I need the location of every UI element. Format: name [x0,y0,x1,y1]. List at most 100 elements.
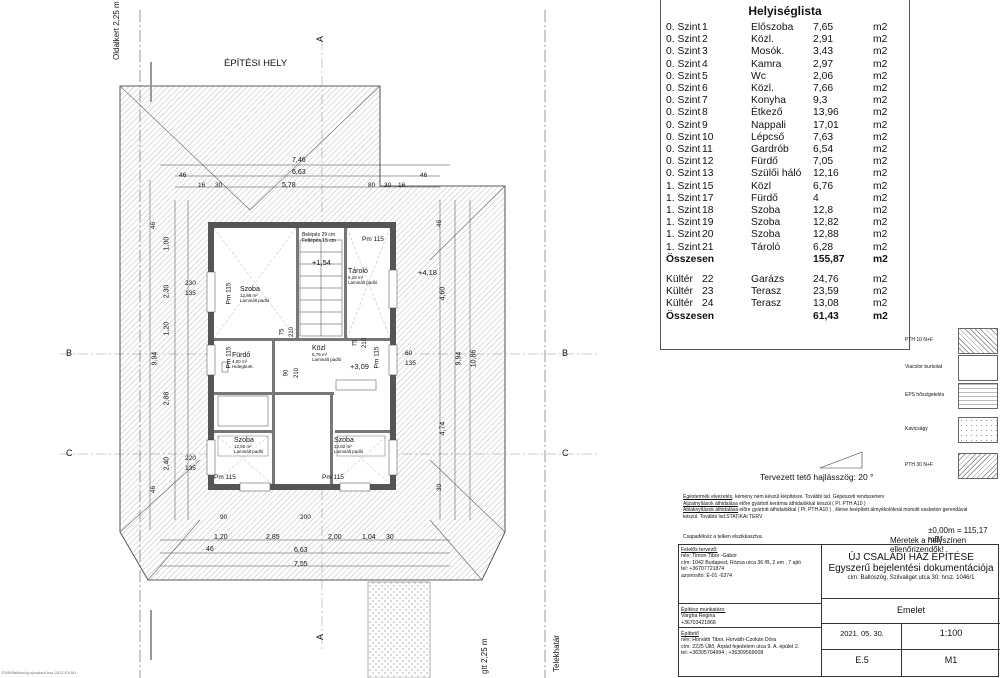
table-cell: 23,59 [813,286,839,298]
table-cell: m2 [873,70,888,82]
legend-label: PTH 30 N+F [905,462,933,468]
dim-label: 30 [436,483,444,492]
table-cell: 0. Szint [666,22,701,33]
dim-label: 90 [283,369,290,377]
table-cell: 7,65 [813,22,834,33]
table-cell: 11 [702,144,713,156]
dim-label: 4,60 [439,286,447,301]
dim-label: 60 [405,350,413,357]
table-cell: 6,28 [813,241,834,253]
lot-note: Csapadékvíz a telken elszikkasztva. [683,534,764,540]
table-cell: 0. Szint [666,58,701,70]
dim-label: 46 [420,172,428,179]
table-cell: Étkező [751,107,783,119]
total-label: Összesen [666,310,715,322]
note-line: Ablaknyílások áthidalása előre gyártott … [683,507,968,514]
dim-label: 1,20 [163,321,171,336]
dim-label: 6,63 [294,547,308,554]
chimney-block [367,581,431,678]
dim-label: 1,04 [362,534,376,541]
dim-label: 16 [398,182,406,189]
dim-label: 5,78 [282,182,296,189]
table-cell: m2 [873,168,888,180]
room-label: Szoba 12,82 m² Laminált padló [334,437,364,454]
table-cell: Mosók. [751,46,785,58]
table-cell: 0. Szint [666,34,701,46]
dim-label: 30 [386,534,394,541]
total-label: Összesen [666,253,715,265]
table-cell: 0. Szint [666,168,701,180]
table-cell: 12 [702,156,714,168]
dim-label: 4,74 [439,421,447,436]
table-cell: 9 [702,119,708,131]
sheet-code: M1 [944,655,958,665]
dim-label: 9,94 [151,351,159,366]
note-line: Égéstermék elvezetés, kémény nem készül … [683,494,885,500]
section-mark-c-right: C [562,448,569,458]
rear-dim-label: gtt 2,25 m [480,638,489,674]
table-cell: m2 [873,180,888,192]
dim-label: 2,85 [266,534,280,541]
table-cell: 7 [702,95,708,107]
table-cell: 18 [702,205,714,217]
room-label: Szoba 12,80 m² Laminált padló [234,437,264,454]
pm-tag: Pm 115 [225,282,233,305]
side-garden-label: Oldalkert 2,25 m [112,1,121,60]
dim-label: 1,00 [163,236,171,251]
dim-label: 210 [289,326,296,338]
table-cell: m2 [873,286,888,298]
elevation-datum: ±0,00m = 115,17 mBf [928,526,988,544]
table-cell: m2 [873,241,888,253]
table-cell: Kültér [666,274,693,286]
table-cell: Szoba [751,205,781,217]
level-mark: +3,09 [350,362,369,371]
dim-label: 46 [436,219,444,228]
dim-label: 30 [215,182,223,189]
table-cell: Közl. [751,34,774,46]
table-cell: 3 [702,46,708,58]
table-cell: 17 [702,192,714,204]
table-cell: Terasz [751,286,782,298]
designer-info: Felelős tervező: név: Timon Tibor -Gábor… [681,547,801,579]
table-cell: Wc [751,70,766,82]
table-cell: 3,43 [813,46,834,58]
note-line: Aljzatnyílások áthidalása előre gyártott… [683,500,866,507]
table-cell: m2 [873,119,888,131]
table-cell: 12,16 [813,168,839,180]
dim-label: 210 [294,367,301,379]
dim-label: 9,94 [455,351,463,366]
table-cell: 15 [702,180,714,192]
table-cell: Közl [751,180,772,192]
dim-label: 2,30 [163,284,171,299]
dim-label: 135 [185,290,196,297]
table-cell: 2 [702,34,708,46]
table-cell: 6,76 [813,180,834,192]
level-mark: +4,18 [418,268,437,277]
table-cell: m2 [873,83,888,95]
table-cell: 1. Szint [666,180,701,192]
table-cell: 0. Szint [666,156,701,168]
legend-label: Viacolor burkolat [905,364,943,370]
table-cell: 7,63 [813,131,834,143]
table-cell: m2 [873,107,888,119]
roof-pitch-note: Tervezett tető hajlásszög: 20 ° [760,472,874,482]
total-value: 61,43 [813,310,839,322]
room-label: Közl 6,76 m² Laminált padló [312,345,342,362]
table-cell: Gardrób [751,144,789,156]
drawing-date: 2021. 05. 30. [840,629,884,638]
project-title: ÚJ CSALÁDI HÁZ ÉPÍTÉSE Egyszerű bejelent… [828,552,994,581]
table-cell: m2 [873,205,888,217]
table-cell: 24 [702,298,714,310]
dim-label: 2,40 [163,456,171,471]
